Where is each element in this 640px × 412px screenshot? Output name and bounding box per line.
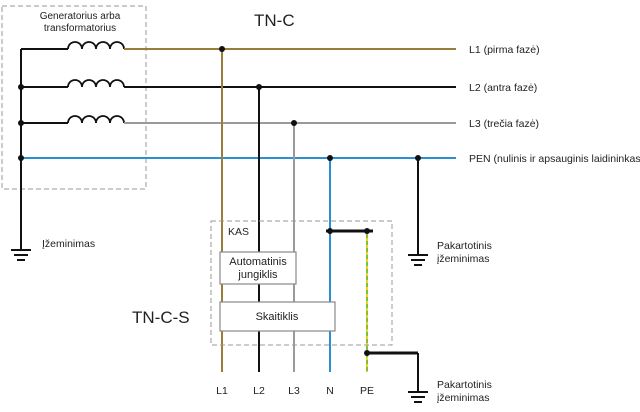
circuit-breaker-label-2: jungiklis (237, 269, 278, 281)
bottom-label-n: N (326, 385, 334, 397)
coil-l2 (67, 79, 125, 88)
bottom-label-l3: L3 (288, 385, 300, 397)
meter-label: Skaitiklis (256, 311, 299, 323)
bottom-label-l2: L2 (253, 385, 265, 397)
coil-l3 (67, 115, 125, 124)
title-tn-c: TN-C (254, 11, 295, 30)
junction-dot (291, 120, 297, 126)
ground-symbol-top-right (408, 254, 428, 266)
source-box-label-1: Generatorius arba (40, 11, 121, 22)
source-box (1, 5, 147, 190)
bottom-label-l1: L1 (216, 385, 228, 397)
label-l2: L2 (antra fazė) (469, 82, 537, 94)
repeat-ground-top-label-2: įžeminimas (437, 253, 490, 265)
circuit-breaker-box (219, 251, 297, 285)
circuit-breaker-label-1: Automatinis (229, 256, 287, 268)
junction-dot (364, 228, 370, 234)
label-pen: PEN (nulinis ir apsauginis laidininkas) (469, 153, 640, 165)
junction-dot (18, 120, 24, 126)
junction-dot (327, 155, 333, 161)
kas-label: KAS (228, 226, 249, 238)
title-tn-c-s: TN-C-S (132, 308, 190, 327)
label-l1: L1 (pirma fazė) (469, 44, 540, 56)
junction-dot (327, 228, 333, 234)
label-l3: L3 (trečia fazė) (469, 118, 539, 130)
junction-dot (18, 155, 24, 161)
repeat-ground-top-label-1: Pakartotinis (437, 240, 492, 252)
ground-symbol-source (11, 249, 31, 261)
junction-dot (219, 46, 225, 52)
source-box-label-2: transformatorius (44, 23, 116, 34)
kas-box (210, 220, 393, 346)
ground-symbol-bottom (408, 391, 428, 403)
junction-dot (18, 84, 24, 90)
repeat-ground-bottom-label-2: įžeminimas (437, 392, 490, 404)
coil-l1 (67, 41, 125, 50)
source-ground-label: Įžeminimas (42, 238, 95, 250)
repeat-ground-bottom-label-1: Pakartotinis (437, 379, 492, 391)
bottom-label-pe: PE (360, 385, 374, 397)
junction-dot (256, 84, 262, 90)
meter-box (219, 301, 336, 332)
